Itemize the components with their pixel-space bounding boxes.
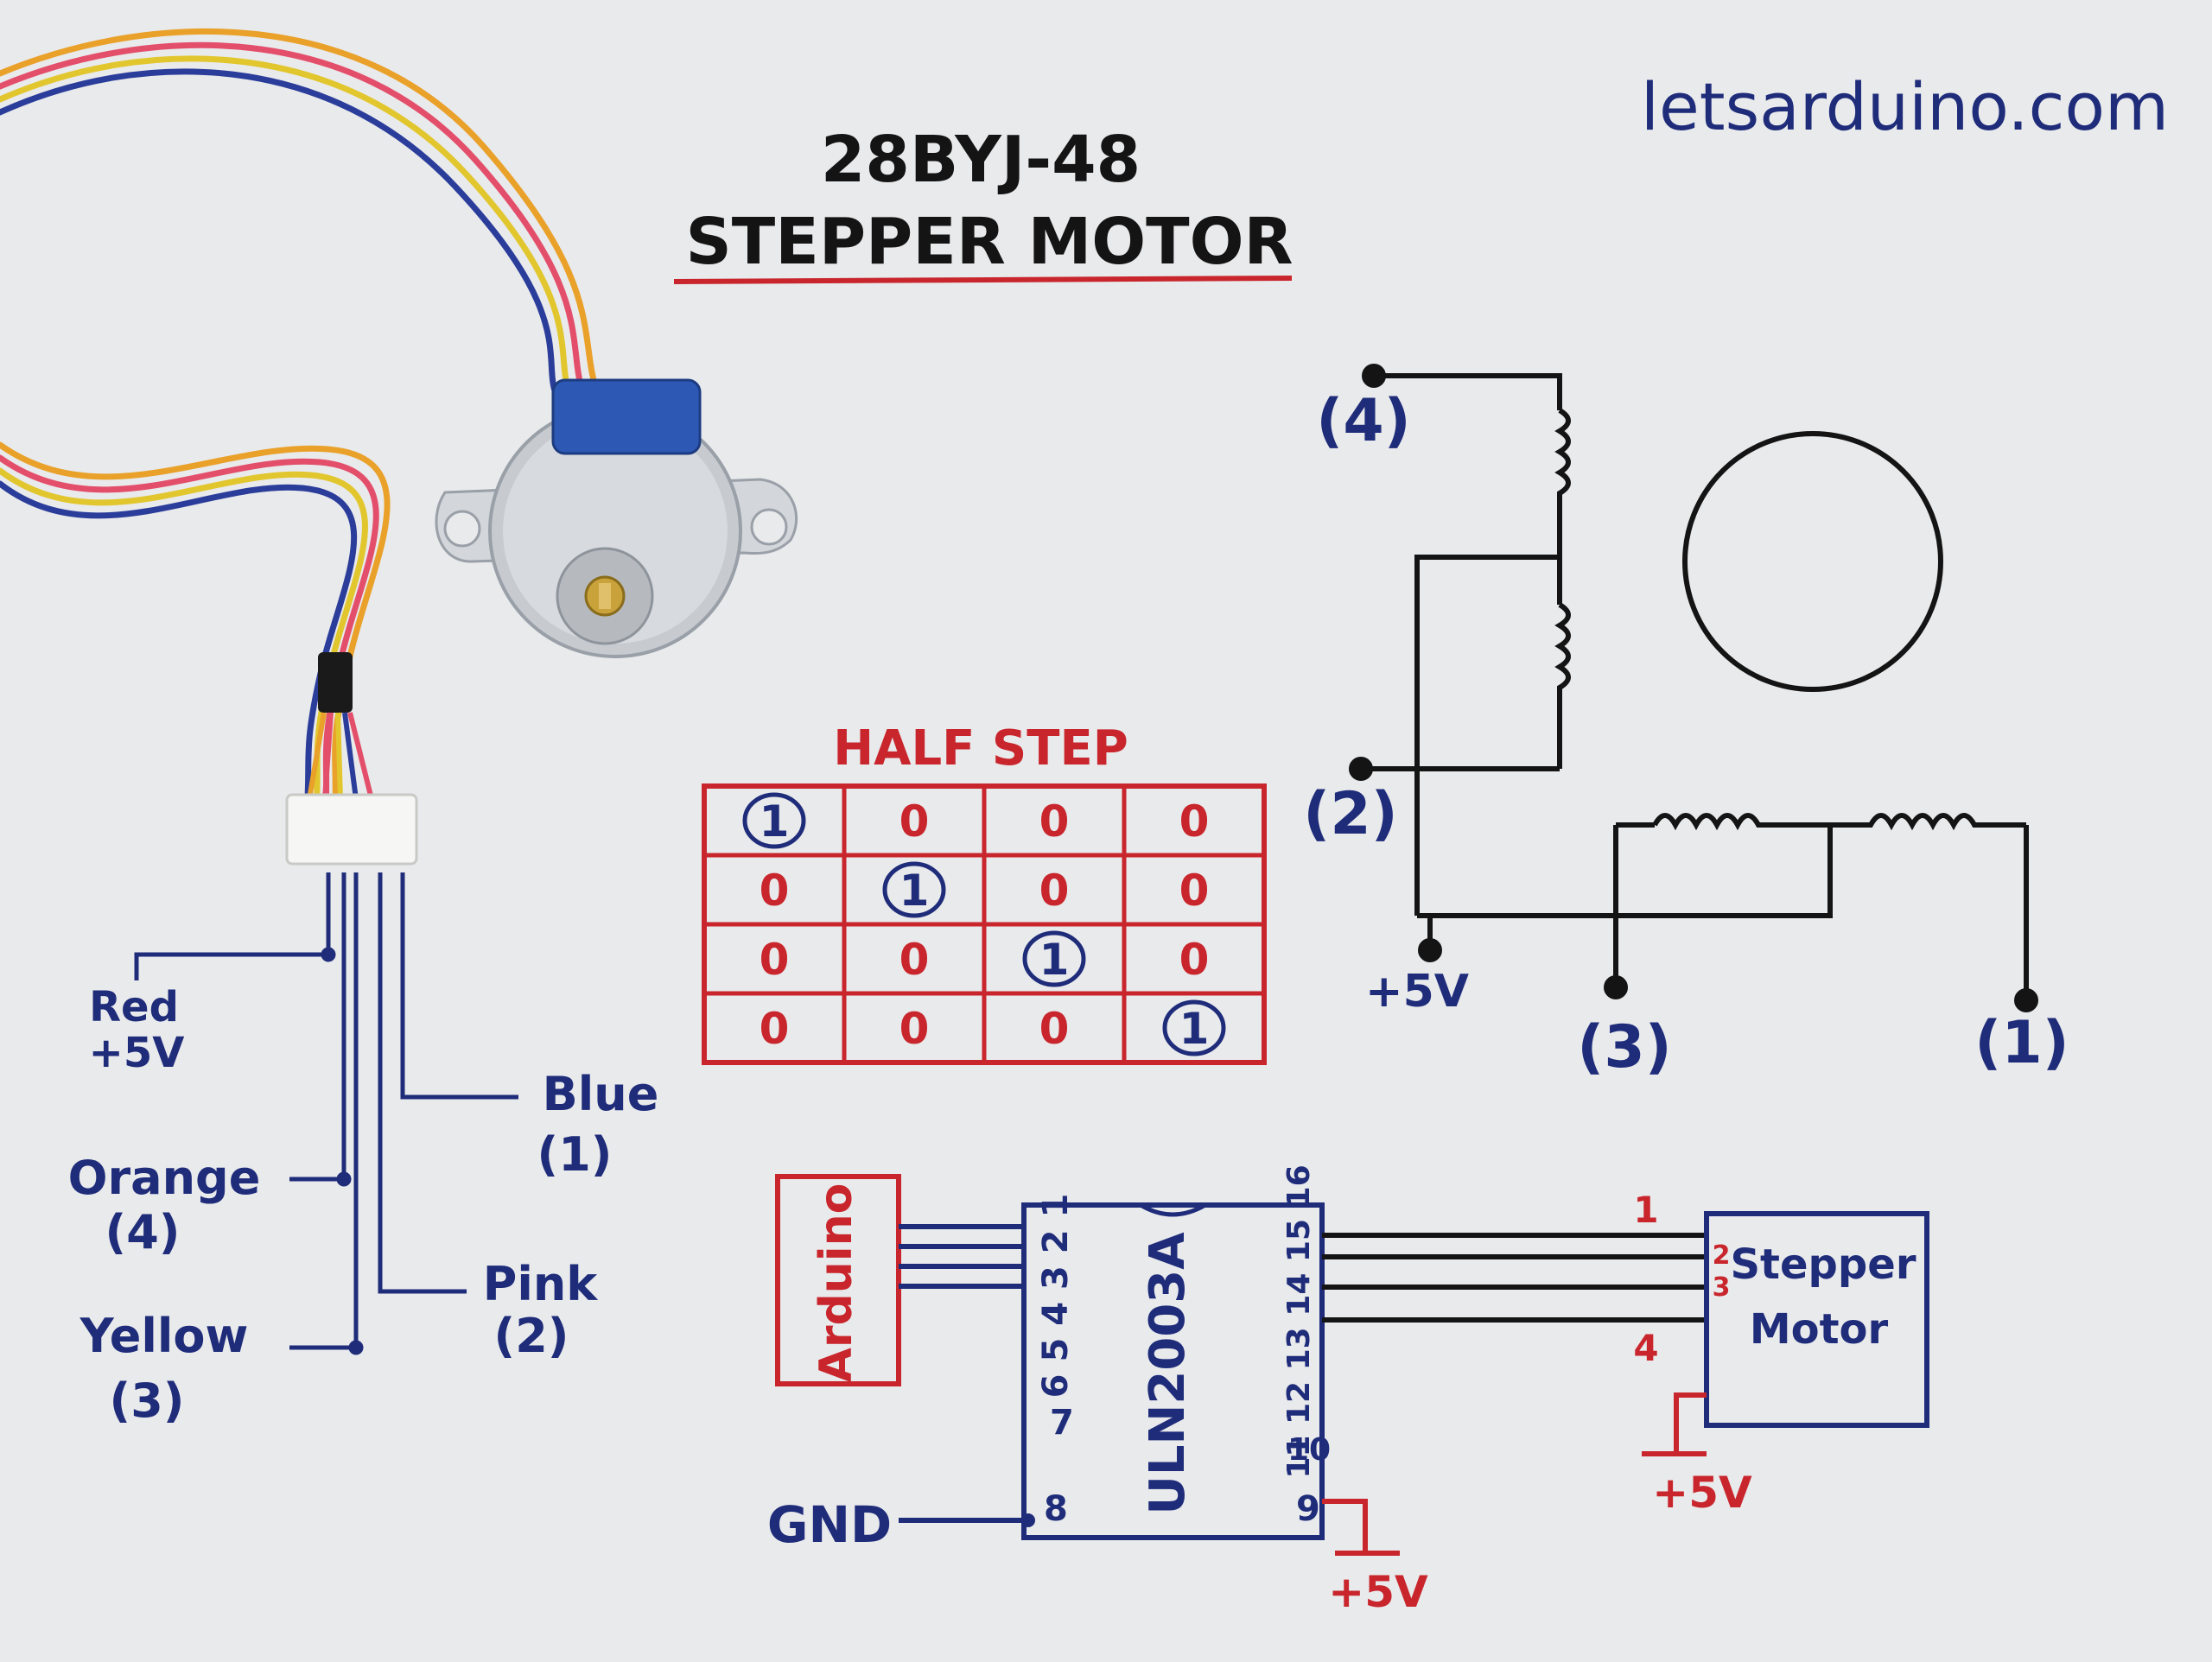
- ic-pin-9: 9: [1296, 1489, 1320, 1529]
- arduino-ic-wires: [899, 1224, 1024, 1289]
- half-step-cell: 0: [1039, 866, 1070, 916]
- half-step-table: 1 0 0 0 0 1 0 0 0 0 1 0 0 0 0 1: [702, 783, 1267, 1065]
- half-step-active-circle: [742, 792, 806, 849]
- half-step-title: HALF STEP: [833, 720, 1128, 777]
- wire-number-4: 4: [1633, 1327, 1658, 1369]
- half-step-cell: 0: [899, 935, 930, 985]
- wire-red-name: Red: [89, 983, 179, 1031]
- half-step-cell: 0: [1179, 866, 1210, 916]
- ic-pin-7: 7: [1050, 1403, 1074, 1443]
- wire-red-label: +5V: [89, 1029, 185, 1077]
- motor-supply-symbol: [1642, 1392, 1707, 1456]
- ic-label: ULN2003A: [1140, 1232, 1196, 1515]
- connector-leads: [307, 712, 374, 800]
- half-step-cell: 1: [899, 866, 930, 916]
- ic-supply-label: +5V: [1328, 1567, 1428, 1617]
- motor-label-line1: Stepper: [1730, 1240, 1916, 1289]
- half-step-cell: 1: [1179, 1004, 1210, 1054]
- heat-shrink-sleeve: [318, 652, 353, 713]
- half-step-active-circle: [882, 861, 946, 918]
- ic-left-pins: 6 5 4 3 2 1: [1036, 1194, 1076, 1399]
- wire-number-1: 1: [1633, 1189, 1658, 1231]
- arduino-box: [775, 1174, 901, 1386]
- wire-blue-label: (1): [537, 1127, 613, 1182]
- motor-label-line2: Motor: [1750, 1305, 1889, 1354]
- ic-pin-8: 8: [1044, 1489, 1068, 1529]
- motor-body: [435, 378, 798, 658]
- motor-supply-label: +5V: [1652, 1468, 1752, 1518]
- terminal-3-label: (3): [1577, 1013, 1671, 1082]
- ic-motor-wires: [1322, 1233, 1707, 1323]
- rotor-circle: [1682, 431, 1943, 692]
- wire-pink-name: Pink: [483, 1257, 599, 1311]
- right-coil: [1830, 813, 2026, 831]
- chip-notch: [1139, 1202, 1207, 1217]
- half-step-cell: 0: [760, 1004, 790, 1054]
- coil-schematic: [1349, 364, 2038, 1012]
- wire-number-3: 3: [1713, 1272, 1731, 1303]
- uln2003a-chip: [1021, 1202, 1325, 1540]
- half-step-cell: 1: [1039, 935, 1070, 985]
- half-step-cell: 0: [899, 1004, 930, 1054]
- wire-yellow-label: (3): [110, 1373, 185, 1428]
- wire-orange-label: (4): [105, 1205, 181, 1259]
- half-step-cell: 0: [760, 935, 790, 985]
- title-model: 28BYJ-48: [821, 123, 1141, 197]
- arduino-label: Arduino: [810, 1183, 862, 1383]
- wire-pink-label: (2): [494, 1309, 569, 1363]
- ic-right-pins: 11 12 13 14 15 16: [1281, 1164, 1317, 1478]
- wire-orange-name: Orange: [68, 1151, 261, 1205]
- motor-wire-bundle: [0, 29, 600, 815]
- site-label: letsarduino.com: [1641, 68, 2169, 145]
- half-step-cell: 0: [1179, 935, 1210, 985]
- half-step-cell: 0: [1179, 796, 1210, 847]
- left-coil: [1652, 813, 1830, 831]
- pinout-lines: [134, 872, 518, 1355]
- title-type: STEPPER MOTOR: [686, 205, 1294, 279]
- upper-coil: [1554, 408, 1571, 557]
- terminal-4-label: (4): [1316, 387, 1410, 455]
- title-underline: [673, 276, 1293, 284]
- terminal-1-label: (1): [1974, 1009, 2069, 1077]
- ic-pin-10: 10: [1287, 1432, 1331, 1468]
- ic-supply-symbol: [1322, 1499, 1400, 1556]
- half-step-active-circle: [1022, 930, 1086, 987]
- wire-number-2: 2: [1713, 1240, 1731, 1271]
- gnd-label: GND: [767, 1495, 892, 1554]
- terminal-2-label: (2): [1303, 780, 1397, 848]
- half-step-active-circle: [1162, 999, 1226, 1056]
- schematic-supply-label: +5V: [1365, 966, 1469, 1018]
- half-step-cell: 0: [1039, 796, 1070, 847]
- jst-connector: [285, 793, 418, 866]
- half-step-cell: 1: [760, 796, 790, 847]
- wire-yellow-name: Yellow: [79, 1309, 249, 1363]
- lower-coil: [1554, 602, 1571, 769]
- half-step-cell: 0: [1039, 1004, 1070, 1054]
- half-step-cell: 0: [760, 866, 790, 916]
- wire-blue-name: Blue: [543, 1067, 659, 1121]
- stepper-motor-box: [1704, 1211, 1929, 1428]
- half-step-cell: 0: [899, 796, 930, 847]
